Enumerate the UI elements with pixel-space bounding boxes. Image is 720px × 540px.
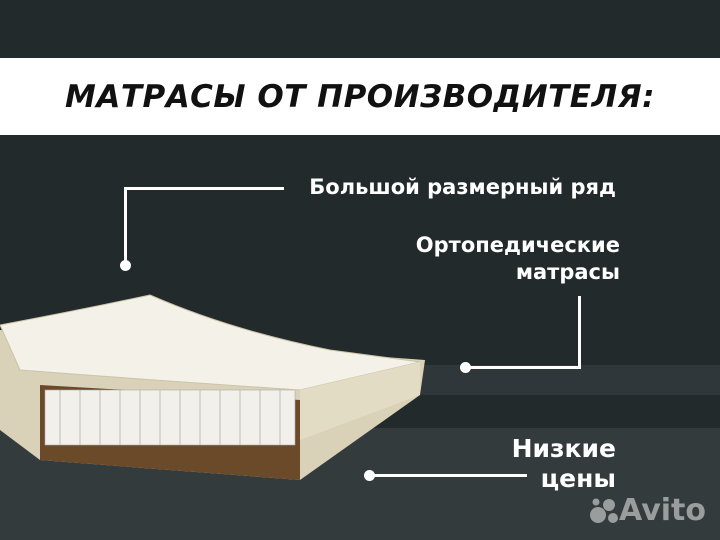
feature-line: матрасы [515,260,620,284]
connector-line [124,187,127,265]
feature-size-range: Большой размерный ряд [309,175,616,199]
feature-low-prices: Низкие цены [512,434,616,494]
connector-line [124,187,284,190]
connector-dot [120,260,131,271]
connector-line [578,296,581,368]
page-title: МАТРАСЫ ОТ ПРОИЗВОДИТЕЛЯ: [64,78,655,115]
mattress-image [0,294,425,480]
feature-line: Низкие [511,434,616,463]
connector-dot [364,470,375,481]
feature-line: Ортопедические [415,233,620,257]
connector-line [466,366,581,369]
avito-text: Avito [619,493,706,528]
avito-dots-icon [590,498,619,523]
connector-dot [460,362,471,373]
connector-line [370,474,527,477]
avito-watermark: Avito [589,493,706,528]
feature-orthopedic: Ортопедические матрасы [416,232,620,286]
feature-line: цены [540,464,616,493]
title-banner: МАТРАСЫ ОТ ПРОИЗВОДИТЕЛЯ: [0,58,720,135]
